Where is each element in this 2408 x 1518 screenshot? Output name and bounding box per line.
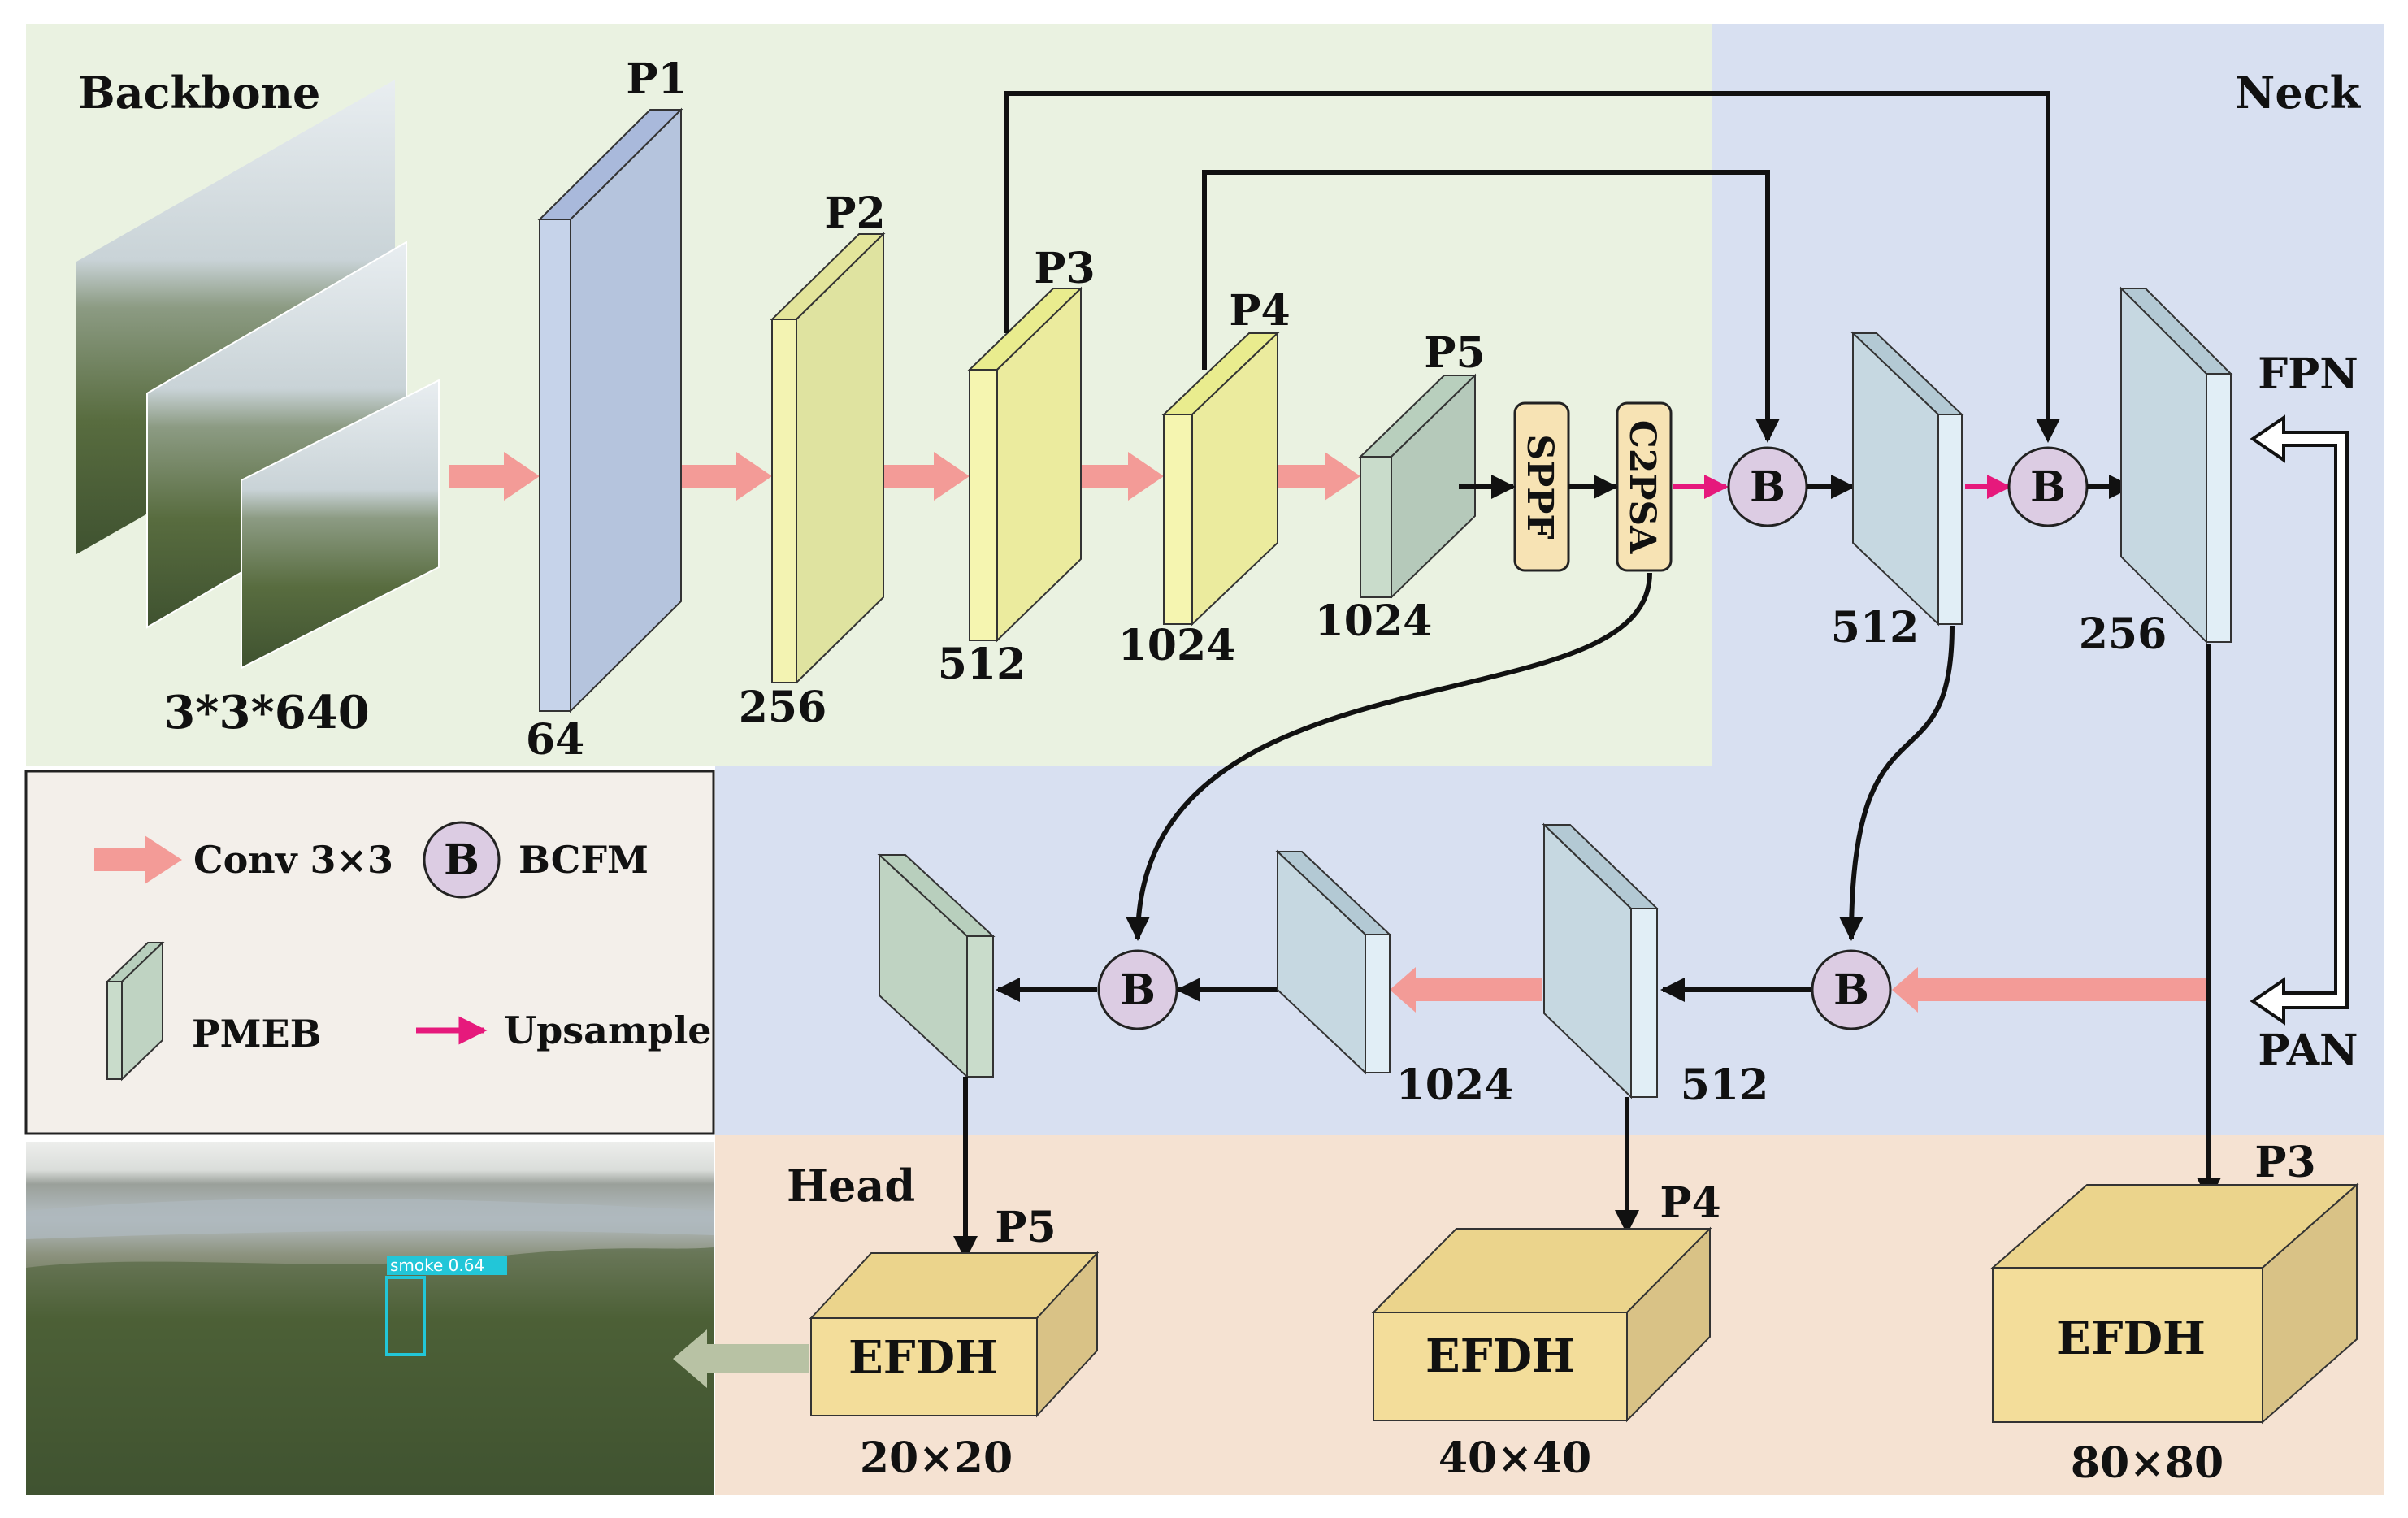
head-p5-label: EFDH — [848, 1331, 998, 1385]
head-p4-size: 40×40 — [1438, 1433, 1591, 1483]
head-block-p5 — [809, 1251, 1100, 1418]
legend-conv-label: Conv 3×3 — [193, 838, 393, 882]
legend-pmeb-icon — [105, 940, 165, 1082]
stage-channels-p5: 1024 — [1315, 596, 1433, 646]
skip-p4-to-b1 — [1202, 170, 1780, 443]
conv-arrow-5 — [1269, 452, 1360, 501]
legend-upsample-label: Upsample — [504, 1008, 712, 1052]
input-image-3 — [241, 379, 440, 670]
conv-arrow-3 — [879, 452, 970, 501]
conv-arrow-1 — [449, 452, 540, 501]
feature-map-p4 — [1161, 331, 1280, 627]
neck-map-bottom-512 — [1542, 822, 1660, 1099]
stage-channels-p3: 512 — [938, 640, 1026, 689]
head-block-p4 — [1371, 1226, 1712, 1423]
neck-bottom-a-channels: 512 — [1681, 1060, 1769, 1110]
feature-map-p1 — [537, 107, 683, 713]
head-p4-label: EFDH — [1425, 1329, 1575, 1383]
bcfm-node-top-1-label: B — [1750, 462, 1785, 512]
stage-name-p5: P5 — [1424, 328, 1485, 378]
conv-arrows — [449, 452, 1360, 501]
stage-name-p1: P1 — [626, 54, 687, 104]
conv-arrow-neck-long — [1892, 967, 2207, 1013]
stage-channels-p4: 1024 — [1118, 621, 1236, 670]
input-image-stack — [76, 80, 440, 670]
legend-pmeb-label: PMEB — [192, 1012, 321, 1056]
fpn-pan-double-arrow — [2250, 414, 2349, 1026]
stage-channels-p1: 64 — [526, 715, 584, 765]
stage-name-p2: P2 — [824, 189, 885, 238]
head-p3-level: P3 — [2254, 1138, 2315, 1187]
neck-map-top-512 — [1850, 331, 1964, 627]
neck-top-a-channels: 512 — [1831, 603, 1920, 653]
neck-label: Neck — [2235, 67, 2362, 119]
neck-bottom-b-channels: 1024 — [1396, 1060, 1514, 1110]
head-p5-level: P5 — [995, 1203, 1056, 1252]
head-block-p3 — [1990, 1182, 2359, 1425]
feature-map-p3 — [967, 286, 1083, 643]
neck-top-b-channels: 256 — [2079, 609, 2167, 659]
head-p3-size: 80×80 — [2071, 1438, 2224, 1488]
curve-neck-to-bcfm-bottom — [1839, 625, 1955, 941]
pmeb-map-bottom — [877, 852, 996, 1079]
feature-map-p2 — [770, 232, 886, 685]
bcfm-node-bottom-2-label: B — [1120, 965, 1156, 1015]
output-arrow — [673, 1329, 809, 1388]
legend-bcfm-symbol: B — [444, 835, 479, 885]
detection-image: smoke 0.64 — [26, 1142, 714, 1495]
input-dims: 3*3*640 — [163, 686, 369, 739]
neck-map-bottom-1024 — [1275, 849, 1392, 1075]
curve-c2psa-to-bcfm-bottom — [1126, 572, 1652, 941]
stage-name-p4: P4 — [1229, 286, 1290, 336]
neck-map-top-256 — [2119, 286, 2233, 644]
pan-label: PAN — [2258, 1026, 2358, 1075]
head-label: Head — [787, 1160, 915, 1212]
fpn-label: FPN — [2258, 349, 2358, 399]
bcfm-node-bottom-1 — [1811, 949, 1892, 1030]
legend-bcfm-icon — [423, 821, 501, 899]
bcfm-node-bottom-1-label: B — [1833, 965, 1869, 1015]
legend-box — [24, 770, 715, 1135]
conv-arrow-neck-mid — [1390, 967, 1542, 1013]
stage-name-p3: P3 — [1034, 244, 1095, 293]
skip-p3-to-b2 — [1004, 91, 2060, 443]
detection-label: smoke 0.64 — [390, 1256, 484, 1275]
feature-map-p5 — [1358, 373, 1477, 600]
conv-arrow-2 — [681, 452, 772, 501]
bcfm-node-top-2-label: B — [2030, 462, 2066, 512]
backbone-label: Backbone — [78, 67, 320, 119]
legend-conv-arrow-icon — [94, 835, 182, 884]
legend-bcfm-label: BCFM — [518, 838, 649, 882]
detection-tag — [387, 1256, 507, 1275]
sppf-label: SPPF — [1519, 434, 1560, 539]
head-p5-size: 20×20 — [860, 1433, 1013, 1483]
detection-box — [385, 1276, 426, 1356]
c2psa-label: C2PSA — [1621, 420, 1663, 554]
stage-channels-p2: 256 — [739, 683, 827, 732]
head-p3-label: EFDH — [2056, 1312, 2206, 1365]
conv-arrow-4 — [1073, 452, 1164, 501]
head-p4-level: P4 — [1660, 1178, 1720, 1228]
